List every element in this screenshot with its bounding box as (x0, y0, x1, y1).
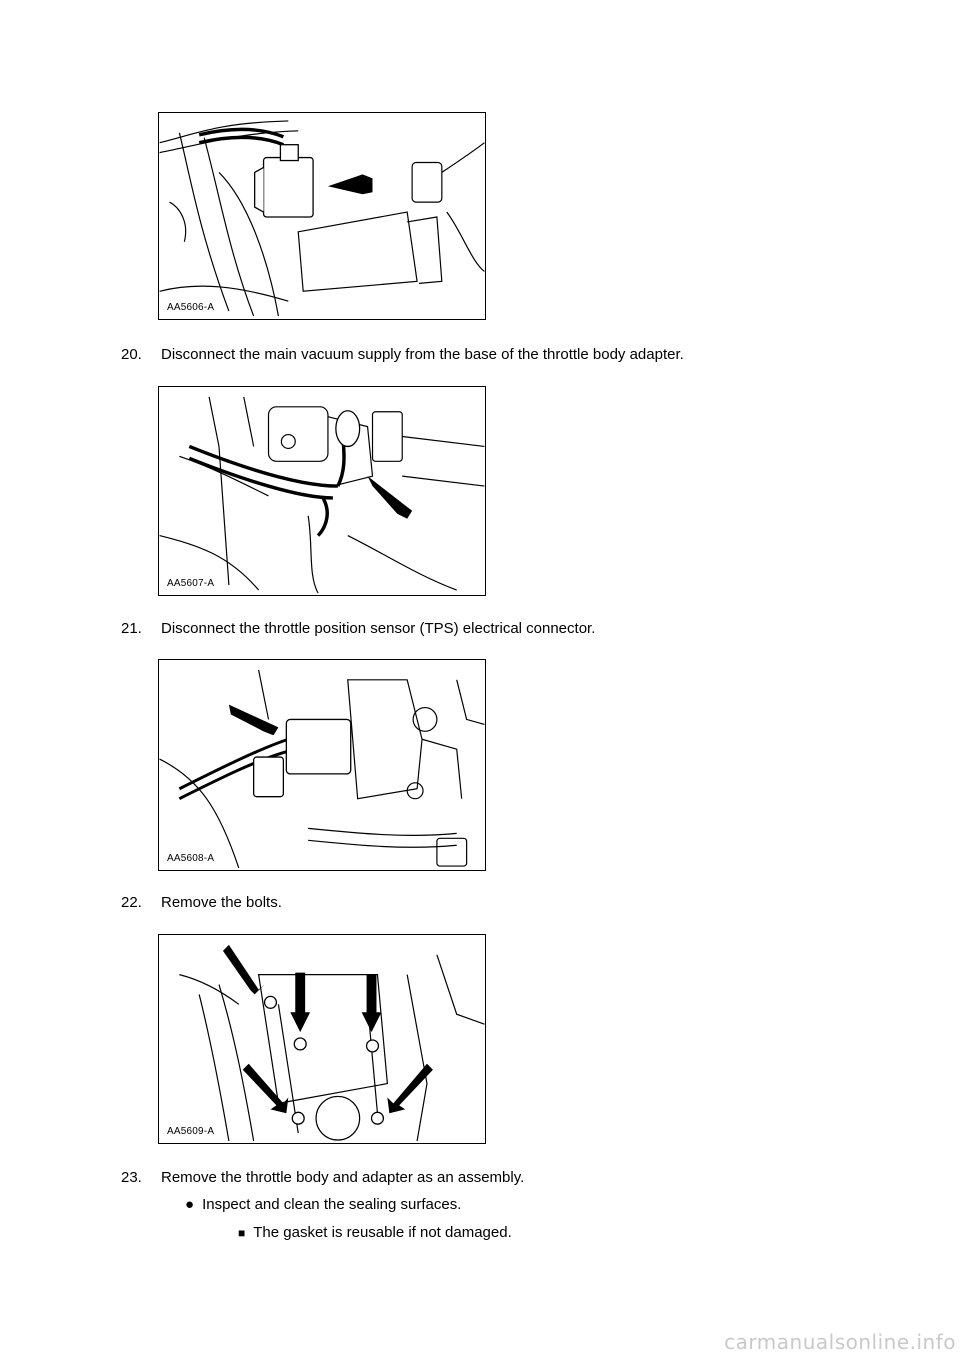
bolts-illustration (179, 944, 485, 1142)
figure-id-label: AA5608-A (167, 853, 215, 864)
step-text: Disconnect the throttle position sensor … (161, 620, 596, 637)
step-number: 22. (121, 894, 142, 911)
tps-connector-illustration (159, 669, 485, 869)
step-22: 22. Remove the bolts. (121, 894, 282, 912)
step-21: 21. Disconnect the throttle position sens… (121, 620, 595, 638)
vacuum-supply-illustration (159, 396, 485, 594)
step-text: Remove the bolts. (161, 894, 282, 911)
bullet-circle-icon: ● (185, 1196, 195, 1213)
figure-aa5606: AA5606-A (158, 112, 486, 320)
step-number: 23. (121, 1169, 142, 1186)
footer-watermark: carmanualsonline.info (724, 1330, 956, 1354)
figure-id-label: AA5606-A (167, 302, 215, 313)
step-20: 20. Disconnect the main vacuum supply fro… (121, 346, 684, 364)
bullet-square-icon: ■ (238, 1226, 246, 1240)
figure-id-label: AA5607-A (167, 578, 215, 589)
sub-bullet-inspect: ● Inspect and clean the sealing surfaces. (185, 1196, 461, 1214)
step-23: 23. Remove the throttle body and adapter … (121, 1169, 524, 1187)
sub-bullet-gasket: ■ The gasket is reusable if not damaged. (238, 1224, 512, 1242)
connector-illustration (159, 120, 485, 317)
step-number: 21. (121, 620, 142, 637)
step-text: Remove the throttle body and adapter as … (161, 1169, 525, 1186)
step-text: Disconnect the main vacuum supply from t… (161, 346, 684, 363)
bullet-text: The gasket is reusable if not damaged. (253, 1224, 512, 1241)
figure-aa5608: AA5608-A (158, 659, 486, 871)
figure-id-label: AA5609-A (167, 1126, 215, 1137)
figure-aa5607: AA5607-A (158, 386, 486, 596)
step-number: 20. (121, 346, 142, 363)
bullet-text: Inspect and clean the sealing surfaces. (202, 1196, 462, 1213)
figure-aa5609: AA5609-A (158, 934, 486, 1144)
